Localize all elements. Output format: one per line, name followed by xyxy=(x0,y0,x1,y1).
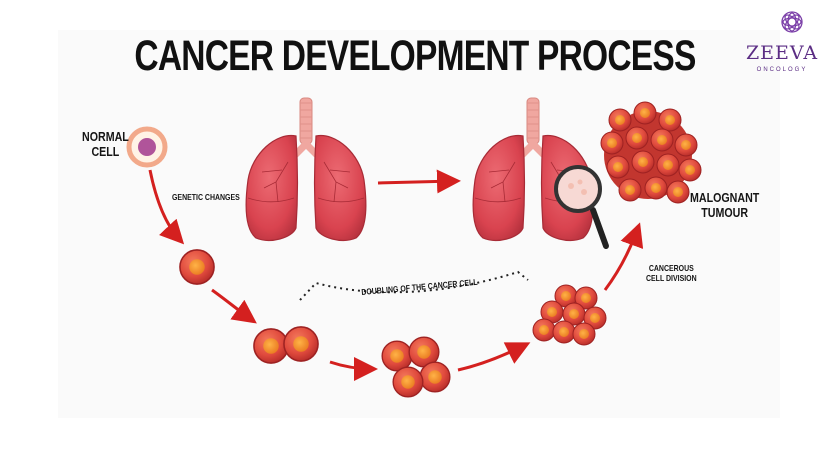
logo-icon xyxy=(781,11,803,33)
process-arrows xyxy=(148,169,644,381)
magnifier-icon xyxy=(554,165,609,249)
cancer-cell-icon xyxy=(179,249,215,285)
normal-cell-icon xyxy=(126,126,168,168)
arrow-normal-to-cell xyxy=(148,169,185,245)
label-genetic-changes: GENETIC CHANGES xyxy=(172,192,240,202)
page-title: CANCER DEVELOPMENT PROCESS xyxy=(134,32,696,80)
cancer-cell-icon xyxy=(532,284,607,346)
arrow-four-to-cluster xyxy=(457,342,531,372)
lungs-icon xyxy=(246,98,366,240)
label-normal-cell: NORMAL CELL xyxy=(82,129,129,159)
logo-subtitle: ONCOLOGY xyxy=(756,67,808,73)
cancer-cell-icon xyxy=(381,336,451,398)
logo-name: ZEEVA xyxy=(745,42,819,64)
arrow-cell-to-two xyxy=(211,288,257,324)
label-cancerous-division: CANCEROUS CELL DIVISION xyxy=(646,263,697,283)
label-malignant-tumour: MALOGNANT TUMOUR xyxy=(690,190,760,220)
arrow-lungs-to-lungs xyxy=(377,169,461,194)
tumour-icon xyxy=(600,101,702,204)
arrow-two-to-four xyxy=(329,356,378,381)
cancer-cell-icon xyxy=(253,326,319,364)
arrow-cluster-to-tumour xyxy=(603,222,644,291)
